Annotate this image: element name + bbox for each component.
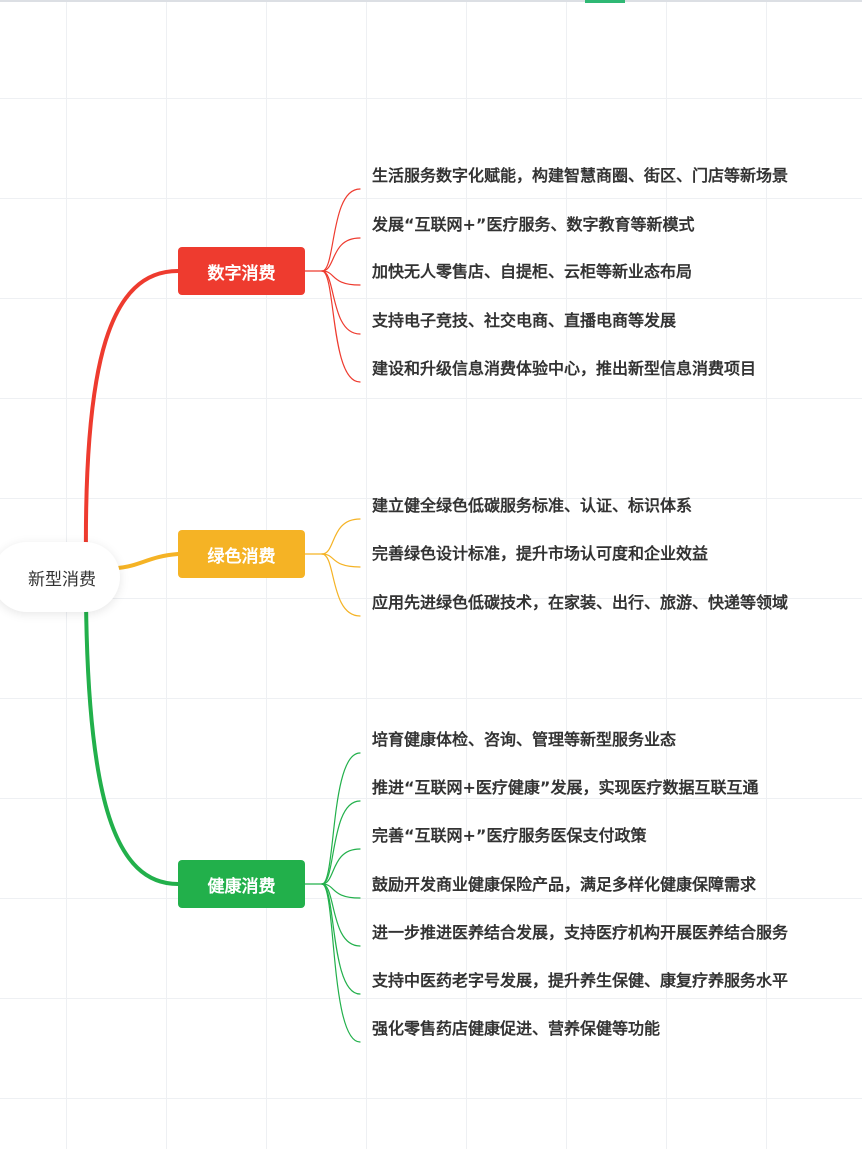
root-connector	[84, 598, 180, 886]
leaf-item[interactable]: 建立健全绿色低碳服务标准、认证、标识体系	[372, 496, 693, 515]
leaf-item[interactable]: 应用先进绿色低碳技术，在家装、出行、旅游、快递等领域	[372, 593, 789, 612]
active-tab-indicator	[585, 0, 625, 3]
branch-node-label: 健康消费	[207, 876, 276, 897]
root-connector	[83, 269, 180, 562]
leaf-connector	[321, 752, 361, 885]
leaf-connector	[321, 237, 361, 272]
leaf-item[interactable]: 建设和升级信息消费体验中心，推出新型信息消费项目	[372, 359, 757, 378]
leaf-item[interactable]: 强化零售药店健康促进、营养保健等功能	[372, 1019, 661, 1038]
leaf-connector	[321, 883, 361, 1043]
leaf-connector	[321, 553, 361, 568]
leaf-connector	[321, 883, 361, 947]
leaf-connector	[321, 553, 361, 617]
leaf-connector	[321, 270, 361, 335]
leaf-connector	[321, 883, 361, 995]
leaf-item[interactable]: 发展“互联网+”医疗服务、数字教育等新模式	[372, 215, 695, 234]
leaf-item[interactable]: 完善绿色设计标准，提升市场认可度和企业效益	[372, 544, 709, 563]
leaf-connector	[321, 848, 361, 885]
root-connector	[116, 552, 180, 570]
leaf-item[interactable]: 进一步推进医养结合发展，支持医疗机构开展医养结合服务	[372, 923, 789, 942]
leaf-item[interactable]: 加快无人零售店、自提柜、云柜等新业态布局	[372, 262, 693, 281]
root-node-label: 新型消费	[28, 569, 96, 590]
leaf-connector	[321, 188, 361, 272]
branch-node-label: 绿色消费	[207, 546, 276, 567]
branch-node-label: 数字消费	[207, 263, 276, 284]
leaf-item[interactable]: 完善“互联网+”医疗服务医保支付政策	[372, 826, 647, 845]
leaf-item[interactable]: 推进“互联网+医疗健康”发展，实现医疗数据互联互通	[372, 778, 759, 797]
leaf-item[interactable]: 生活服务数字化赋能，构建智慧商圈、街区、门店等新场景	[372, 166, 789, 185]
root-node[interactable]: 新型消费	[0, 542, 120, 612]
branch-node-digital[interactable]: 数字消费	[178, 247, 305, 295]
leaf-connector	[321, 270, 361, 383]
branch-node-green[interactable]: 绿色消费	[178, 530, 305, 578]
leaf-item[interactable]: 支持中医药老字号发展，提升养生保健、康复疗养服务水平	[372, 971, 789, 990]
leaf-connector	[321, 800, 361, 885]
leaf-connector	[321, 518, 361, 555]
leaf-item[interactable]: 支持电子竞技、社交电商、直播电商等发展	[372, 311, 677, 330]
leaf-item[interactable]: 培育健康体检、咨询、管理等新型服务业态	[372, 730, 677, 749]
branch-node-health[interactable]: 健康消费	[178, 860, 305, 908]
leaf-item[interactable]: 鼓励开发商业健康保险产品，满足多样化健康保障需求	[372, 875, 757, 894]
top-border	[0, 0, 862, 2]
